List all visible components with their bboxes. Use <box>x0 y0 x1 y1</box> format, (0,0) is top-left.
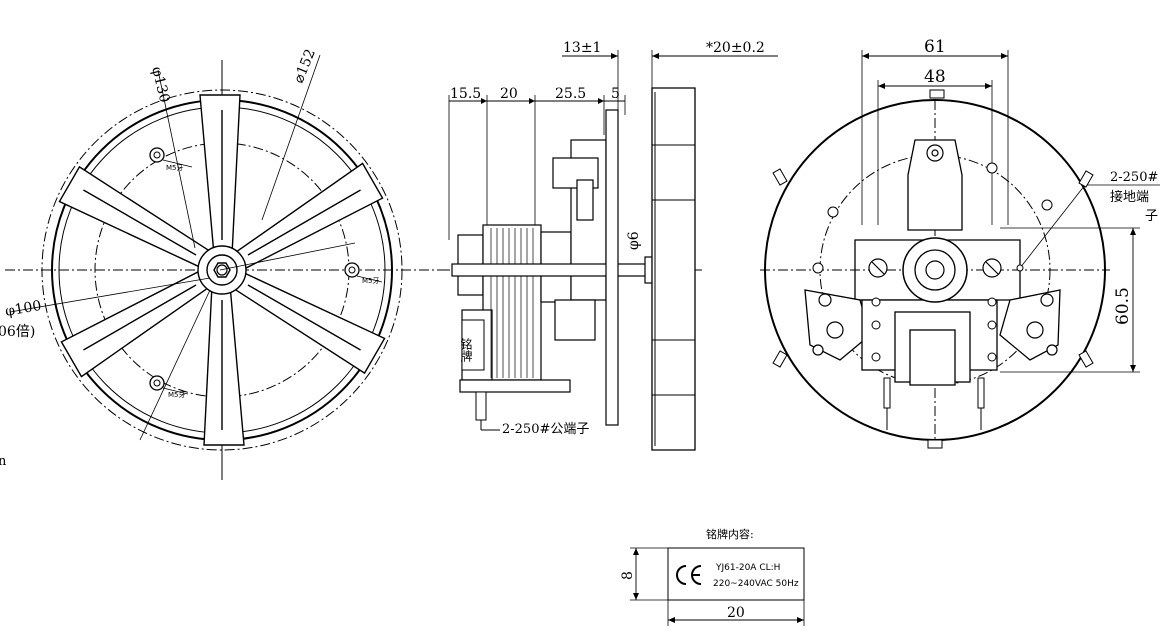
terminal-label: 2-250#公端子 <box>502 422 589 437</box>
dim-13-label: 13±1 <box>563 40 601 56</box>
rear-terminals <box>883 377 985 430</box>
nameplate-frame <box>667 547 805 601</box>
leader-d100 <box>9 277 211 313</box>
dim-48-label: 48 <box>924 67 946 87</box>
rear-boss-outer <box>902 237 968 303</box>
ground-label-2: 接地端 <box>1110 189 1149 205</box>
side-nameplate <box>461 319 485 371</box>
front-hub-bore <box>216 264 228 276</box>
fan-side-ribs <box>652 92 695 446</box>
ground-leader <box>1019 184 1086 269</box>
front-hub-ring <box>206 254 238 286</box>
coil-stack <box>490 228 534 378</box>
dim-d130-label: φ130 <box>148 65 172 104</box>
dim-d100-label: φ100 <box>4 298 43 320</box>
leader-d130 <box>157 69 196 249</box>
front-view: φ130 ⌀152 φ100 06倍) M5牙 M5牙 M5牙 n <box>0 47 440 480</box>
nameplate-voltage: 220~240VAC 50Hz <box>713 579 799 589</box>
fan-side-profile <box>651 87 696 451</box>
rear-boss-mid <box>914 249 956 291</box>
rear-boss-inner <box>925 260 945 280</box>
dim-d6-label: φ6 <box>626 231 642 250</box>
rear-small-holes <box>812 162 1053 362</box>
hole-label-2: M5牙 <box>362 277 380 285</box>
dim-60-5-label: 60.5 <box>1113 287 1133 325</box>
dim-20-label: 20 <box>500 86 518 102</box>
corner-text: n <box>0 454 7 469</box>
rear-screws <box>812 144 1058 356</box>
dim-25-5-label: 25.5 <box>555 86 586 102</box>
leader-d100-ext <box>219 242 356 271</box>
nameplate-dim-height: 8 <box>620 571 636 580</box>
rear-rim-tabs <box>772 89 1094 449</box>
scale-note: 06倍) <box>0 324 35 340</box>
dim-20-tol-label: *20±0.2 <box>706 40 765 56</box>
front-mount-hole-3 <box>149 375 189 395</box>
side-view: 13±1 *20±0.2 15.5 20 25.5 5 <box>440 40 778 451</box>
fan-blades <box>58 94 386 446</box>
nameplate-title: 铭牌内容: <box>706 527 754 541</box>
male-terminal <box>475 391 500 431</box>
hole-label-3: M5牙 <box>168 391 186 399</box>
rear-view: 61 48 60.5 2-250# 接地端 子 <box>760 37 1160 449</box>
dim-5-label: 5 <box>611 86 620 102</box>
front-hub-nut <box>213 262 231 278</box>
leader-lower <box>139 289 211 441</box>
dim-d152-label: ⌀152 <box>291 47 319 86</box>
nameplate-dim-width: 20 <box>727 605 745 621</box>
dim-15-5-label: 15.5 <box>450 86 481 102</box>
nameplate-model: YJ61-20A CL:H <box>715 563 780 573</box>
hole-label-1: M5牙 <box>166 164 184 172</box>
ground-label-1: 2-250# <box>1110 170 1158 185</box>
backing-plate <box>605 109 619 426</box>
ce-mark-icon <box>676 565 702 585</box>
dim-61-label: 61 <box>924 37 946 57</box>
ground-label-3: 子 <box>1145 209 1158 224</box>
side-nameplate-text: 铭牌 <box>459 337 473 362</box>
front-mount-hole-2 <box>344 262 383 283</box>
leader-d152 <box>261 54 321 221</box>
rear-bracket <box>804 139 1061 386</box>
nameplate-detail: 铭牌内容: YJ61-20A CL:H 220~240VAC 50Hz 8 20 <box>620 527 805 626</box>
